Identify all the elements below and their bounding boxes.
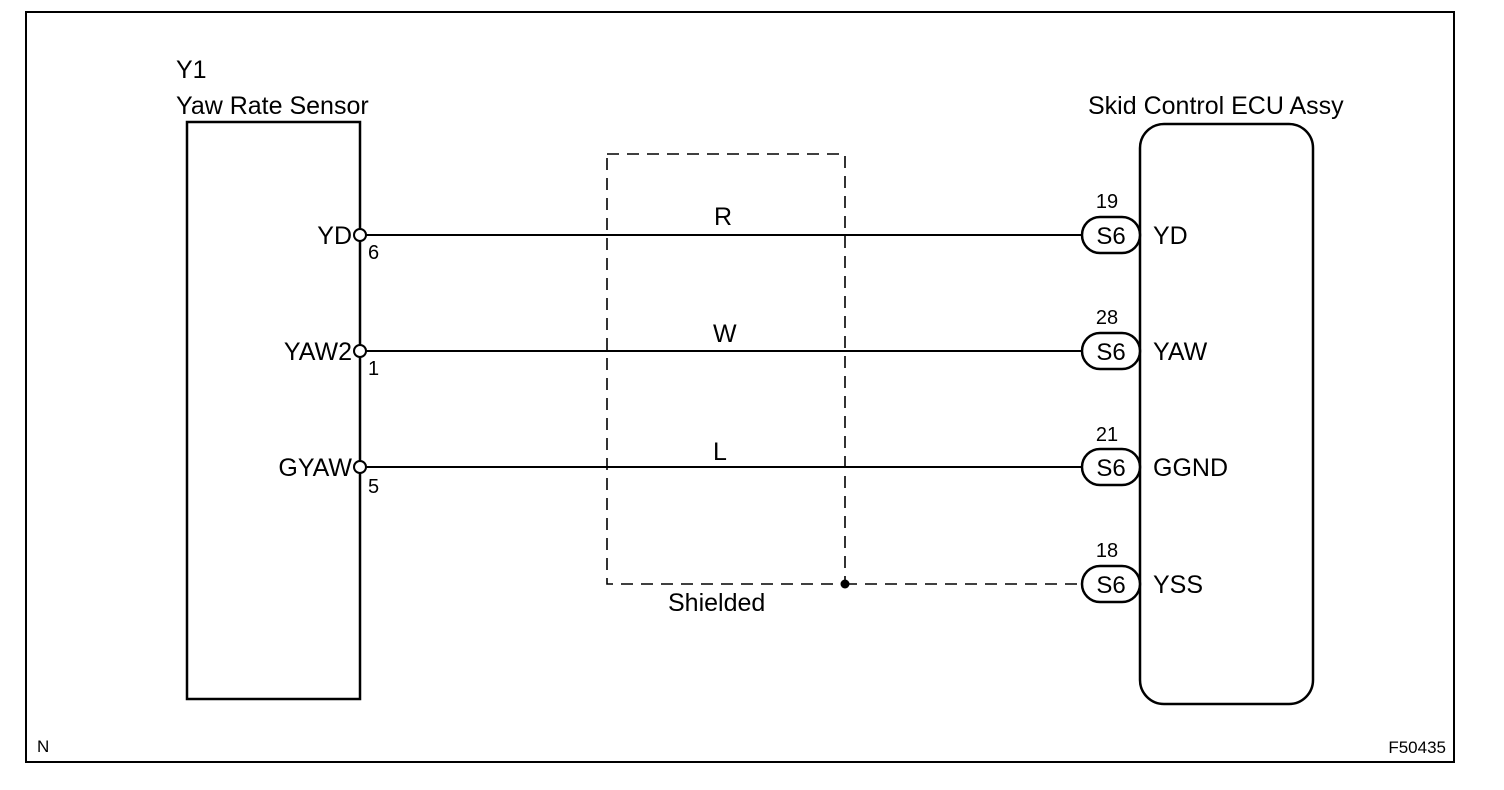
sensor-id: Y1 [176,56,207,84]
sensor-box [185,120,362,701]
shield-label: Shielded [668,589,765,617]
wire-yd-color: R [714,203,732,231]
terminal-yaw2-pin: 1 [368,358,379,380]
ecu-connector-yaw: S6 [1080,331,1142,371]
diagram-frame [25,11,1455,763]
terminal-yaw2-label: YAW2 [284,338,352,366]
ecu-pin-yss: 18 [1096,540,1118,562]
ecu-connector-yd-code: S6 [1096,223,1125,250]
ecu-pin-yaw: 28 [1096,307,1118,329]
wire-ggnd-color: L [713,438,727,466]
ecu-pin-yd: 19 [1096,191,1118,213]
ecu-connector-yd: S6 [1080,215,1142,255]
ecu-connector-ggnd-code: S6 [1096,455,1125,482]
ecu-connector-ggnd: S6 [1080,447,1142,487]
ecu-name: Skid Control ECU Assy [1088,92,1344,120]
ecu-box [1138,122,1315,706]
terminal-gyaw-pin: 5 [368,476,379,498]
ecu-connector-yss-code: S6 [1096,572,1125,599]
ecu-terminal-yaw: YAW [1153,338,1208,366]
ecu-pin-ggnd: 21 [1096,424,1118,446]
wire-yaw-color: W [713,320,737,348]
sensor-name: Yaw Rate Sensor [176,92,369,120]
shield-junction-dot [840,579,850,589]
ecu-connector-yaw-code: S6 [1096,339,1125,366]
terminal-yd-label: YD [317,222,352,250]
ecu-terminal-ggnd: GGND [1153,454,1228,482]
terminal-yd-circle [353,228,367,242]
terminal-gyaw-circle [353,460,367,474]
shield-box [606,153,846,585]
ecu-terminal-yss: YSS [1153,571,1203,599]
ecu-connector-yss: S6 [1080,564,1142,604]
figure-code: F50435 [1388,738,1446,757]
corner-label-left: N [37,737,49,756]
ecu-terminal-yd: YD [1153,222,1188,250]
terminal-yd-pin: 6 [368,242,379,264]
terminal-gyaw-label: GYAW [278,454,352,482]
terminal-yaw2-circle [353,344,367,358]
